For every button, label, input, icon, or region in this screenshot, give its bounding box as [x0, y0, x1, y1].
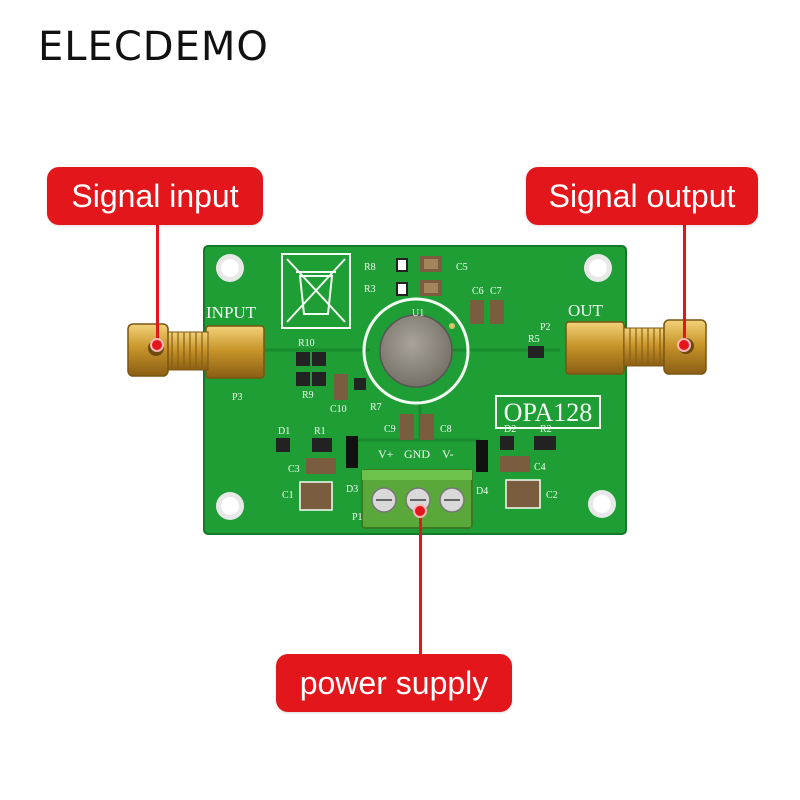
designator-c4: C4 — [534, 462, 546, 473]
chip-label: OPA128 — [504, 398, 593, 427]
signal-output-callout: Signal output — [526, 167, 758, 225]
designator-d4: D4 — [476, 486, 488, 497]
input-leader-line — [156, 225, 159, 343]
designator-r3: R3 — [364, 284, 376, 295]
designator-r9: R9 — [302, 390, 314, 401]
power-marker-dot — [413, 504, 427, 518]
power-leader-line — [419, 512, 422, 654]
opa128-metal-can — [379, 314, 453, 388]
output-label: OUT — [568, 301, 604, 320]
designator-r5: R5 — [528, 334, 540, 345]
power-terminal-block — [361, 469, 473, 529]
input-label: INPUT — [206, 303, 257, 322]
sma-input-connector — [127, 323, 265, 379]
designator-p2: P2 — [540, 322, 551, 333]
designator-p3: P3 — [232, 392, 243, 403]
mounting-holes — [216, 254, 616, 520]
designator-p1: P1 — [352, 512, 363, 523]
brand-logo-text: ELECDEMO — [38, 24, 269, 70]
designator-c2: C2 — [546, 490, 558, 501]
designator-r1: R1 — [314, 426, 326, 437]
input-marker-dot — [150, 338, 164, 352]
designator-c3: C3 — [288, 464, 300, 475]
terminal-label-vminus: V- — [442, 447, 454, 461]
designator-r7: R7 — [370, 402, 382, 413]
output-marker-dot — [677, 338, 691, 352]
terminal-label-gnd: GND — [404, 447, 430, 461]
designator-c1: C1 — [282, 490, 294, 501]
power-supply-callout: power supply — [276, 654, 512, 712]
designator-c6: C6 — [472, 286, 484, 297]
weee-symbol — [281, 253, 351, 329]
designator-c9: C9 — [384, 424, 396, 435]
designator-c7: C7 — [490, 286, 502, 297]
designator-c8: C8 — [440, 424, 452, 435]
smd-components — [276, 256, 556, 511]
terminal-label-vplus: V+ — [378, 447, 394, 461]
designator-c10: C10 — [330, 404, 347, 415]
designator-d1: D1 — [278, 426, 290, 437]
signal-input-callout: Signal input — [47, 167, 263, 225]
designator-r8: R8 — [364, 262, 376, 273]
designator-d2: D2 — [504, 424, 516, 435]
designator-d3: D3 — [346, 484, 358, 495]
designator-r10: R10 — [298, 338, 315, 349]
designator-c5: C5 — [456, 262, 468, 273]
designator-u1: U1 — [412, 308, 424, 319]
output-leader-line — [683, 225, 686, 343]
designator-r2: R2 — [540, 424, 552, 435]
